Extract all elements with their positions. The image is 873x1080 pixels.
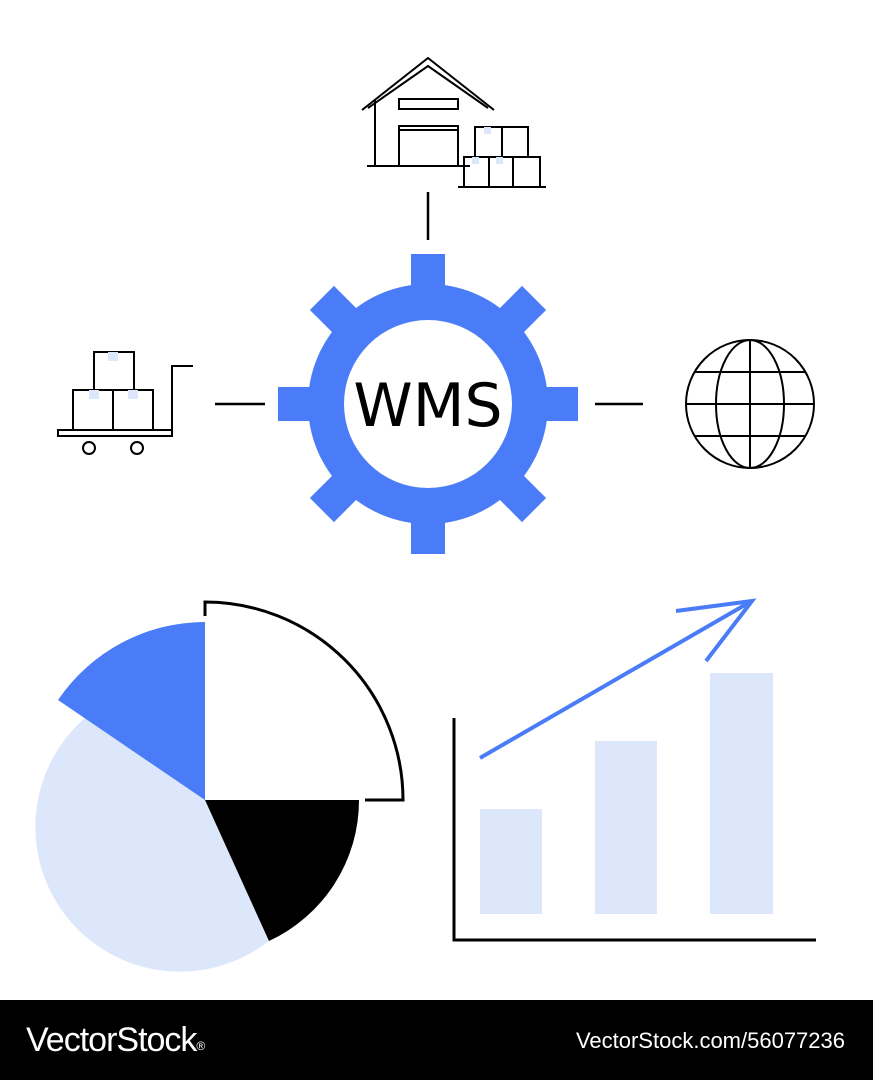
globe-icon — [685, 339, 815, 469]
bar-chart-growth-icon — [452, 598, 816, 942]
bar-3 — [710, 673, 773, 914]
footer-bar: VectorStock® VectorStock.com/56077236 — [0, 1000, 873, 1080]
brand-registered-mark: ® — [196, 1039, 205, 1053]
wms-label: WMS — [353, 371, 502, 441]
wms-diagram: WMS — [35, 56, 816, 972]
pie-slice-blue — [58, 622, 205, 800]
connector-lines — [215, 192, 643, 406]
bar-2 — [595, 741, 657, 914]
chart-axes — [452, 718, 816, 942]
brand-logo: VectorStock® — [26, 1018, 205, 1062]
cart-with-boxes-icon — [57, 351, 193, 455]
pie-slice-light — [35, 713, 270, 972]
growth-arrow-head — [675, 598, 757, 663]
gear-icon: WMS — [278, 254, 578, 554]
growth-arrow-shaft — [478, 600, 752, 760]
pie-slice-black — [205, 800, 360, 941]
pie-chart-icon — [35, 600, 405, 972]
bar-1 — [480, 809, 542, 914]
warehouse-icon — [361, 56, 546, 188]
brand-name: VectorStock — [26, 1021, 197, 1059]
stock-id: VectorStock.com/56077236 — [575, 1028, 845, 1053]
pie-slice-outline — [203, 600, 405, 802]
